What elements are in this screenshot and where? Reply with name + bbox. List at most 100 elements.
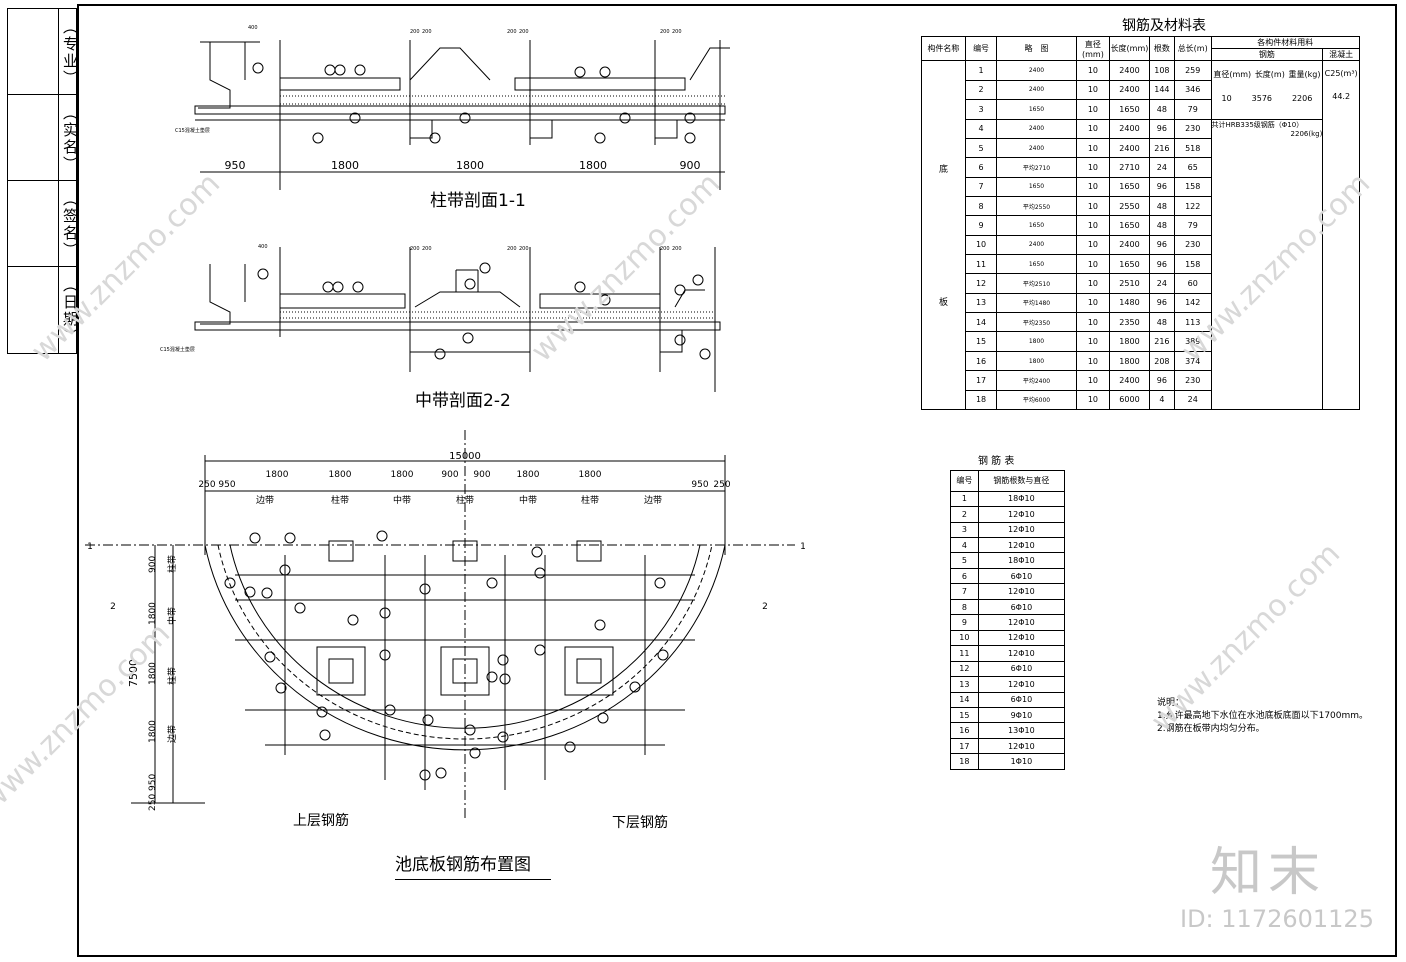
section-2-2-drawing: 400 200 200 200 200 200 200 C15混凝土垫层: [160, 244, 721, 392]
axis-label: 1: [800, 542, 805, 552]
cell: 4: [950, 536, 979, 554]
cell: 79: [1173, 99, 1212, 120]
cell: 10: [1075, 157, 1111, 178]
note-line: 2.钢筋在板带内均匀分布。: [1157, 724, 1265, 734]
dim-label: 1800: [579, 159, 607, 172]
component-name: 底板: [921, 60, 966, 410]
shape-sketch: 1650: [996, 99, 1077, 120]
section-1-1-title: 柱带剖面1-1: [430, 191, 526, 211]
zone-label: 柱带: [166, 555, 178, 573]
sidebar-cell-name: （实名）: [8, 95, 79, 181]
cell: 346: [1173, 79, 1212, 101]
title-block-sidebar: （专业） （实名） （签名） （日期）: [7, 8, 79, 354]
cell: 16: [950, 722, 979, 739]
cell: 10: [1075, 312, 1111, 333]
cell: 15: [950, 706, 979, 724]
dim-label: 200: [422, 246, 432, 252]
note-label: C15混凝土垫层: [175, 127, 210, 134]
note-line: 1.允许最高地下水位在水池底板底面以下1700mm。: [1157, 711, 1369, 721]
axis-label: 2: [110, 602, 116, 612]
watermark-brand: 知末: [1210, 843, 1327, 903]
shape-sketch: 1800: [996, 350, 1077, 372]
shape-sketch: 2400: [996, 60, 1077, 81]
sidebar-label: （专业）: [61, 19, 79, 87]
cell: 230: [1173, 234, 1212, 256]
dim-label: 200: [507, 246, 517, 252]
sidebar-divider: [58, 9, 59, 353]
cell: 10: [1075, 292, 1111, 314]
cell: 79: [1173, 215, 1212, 236]
cell: 10: [1075, 350, 1111, 372]
cell: 48: [1148, 99, 1175, 120]
dim-label: 200: [672, 246, 682, 252]
cell: 14: [950, 691, 979, 708]
dim-label: 950: [218, 480, 235, 490]
cell: 1: [964, 60, 998, 81]
shape-sketch: 2400: [996, 79, 1077, 101]
zone-label: 边带: [167, 725, 178, 743]
col-header: 钢筋根数与直径: [977, 470, 1066, 492]
col-header: 长度(mm): [1109, 35, 1150, 62]
cell: 18Φ10: [977, 490, 1066, 508]
watermark-id: ID: 1172601125: [1180, 905, 1374, 933]
col-header: 根数: [1148, 35, 1175, 62]
summary-value: 3576: [1251, 94, 1272, 104]
cell: 9: [950, 614, 979, 631]
cell: 13: [964, 292, 998, 314]
shape-sketch: 平均1480: [996, 292, 1077, 314]
cell: 12Φ10: [977, 676, 1066, 693]
cell: 7: [950, 583, 979, 600]
cell: 14: [964, 312, 998, 333]
note-line: 2206(kg): [1290, 129, 1323, 138]
axis-label: 2: [762, 602, 768, 612]
sidebar-label: （实名）: [61, 105, 79, 173]
name-part: 底: [938, 165, 948, 176]
cell: 1650: [1109, 215, 1150, 236]
cell: 2400: [1109, 137, 1150, 159]
concrete-summary: C25(m³)44.2: [1322, 60, 1360, 410]
cell: 18Φ10: [977, 552, 1066, 569]
summary-value: 10: [1221, 94, 1232, 104]
dim-label: 200: [660, 29, 670, 35]
cell: 3: [964, 99, 998, 120]
cell: 1650: [1109, 176, 1150, 197]
cell: 2350: [1109, 312, 1150, 333]
cell: 12Φ10: [977, 536, 1066, 554]
dim-label: 950: [691, 480, 708, 490]
cell: 1Φ10: [977, 753, 1066, 770]
dim-label: 200: [507, 29, 517, 35]
cell: 10: [1075, 176, 1111, 197]
cell: 4: [1148, 389, 1175, 411]
dim-label: 900: [441, 470, 458, 480]
cell: 1: [950, 490, 979, 508]
zone-label: 柱带: [166, 667, 178, 685]
cell: 24: [1173, 389, 1212, 411]
cell: 4: [964, 118, 998, 139]
cell: 96: [1148, 118, 1175, 139]
col-header: 略 图: [996, 35, 1077, 62]
dim-label: 400: [248, 25, 258, 31]
dim-label: 400: [258, 244, 268, 250]
cell: 1650: [1109, 99, 1150, 120]
dim-label: 1800: [456, 159, 484, 172]
cell: 96: [1148, 176, 1175, 197]
cell: 12Φ10: [977, 645, 1066, 662]
shape-sketch: 平均6000: [996, 389, 1077, 411]
cell: 12Φ10: [977, 506, 1066, 523]
cell: 15: [964, 331, 998, 352]
cell: 48: [1148, 215, 1175, 236]
